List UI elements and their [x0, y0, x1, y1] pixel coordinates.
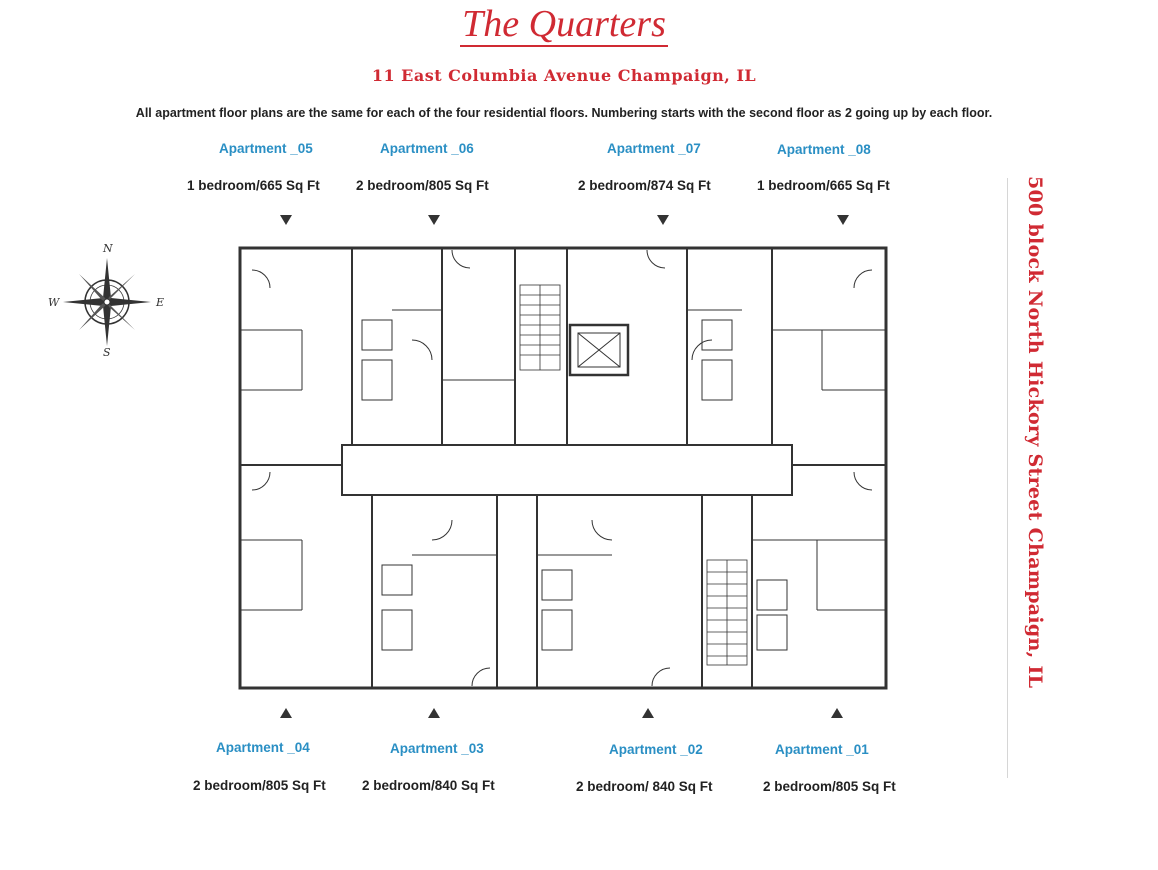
- apartment-01-label: Apartment _01: [775, 742, 869, 757]
- apartment-06-pointer-icon: [428, 215, 440, 225]
- apartment-08-pointer-icon: [837, 215, 849, 225]
- apartment-04-size: 2 bedroom/805 Sq Ft: [193, 778, 326, 793]
- compass-rose-icon: [63, 258, 151, 346]
- address-subtitle: 11 East Columbia Avenue Champaign, IL: [371, 66, 757, 85]
- compass-north: N: [103, 242, 113, 255]
- apartment-08-size: 1 bedroom/665 Sq Ft: [757, 178, 890, 193]
- apartment-05-pointer-icon: [280, 215, 292, 225]
- compass-south: S: [103, 346, 111, 359]
- apartment-08-label: Apartment _08: [777, 142, 871, 157]
- compass-east: E: [156, 296, 165, 309]
- floor-plan-drawing: [238, 246, 888, 690]
- apartment-05-size: 1 bedroom/665 Sq Ft: [187, 178, 320, 193]
- apartment-03-label: Apartment _03: [390, 741, 484, 756]
- apartment-02-pointer-icon: [642, 708, 654, 718]
- apartment-06-size: 2 bedroom/805 Sq Ft: [356, 178, 489, 193]
- floor-plan-note: All apartment floor plans are the same f…: [135, 106, 993, 120]
- side-divider: [1007, 178, 1008, 778]
- apartment-01-size: 2 bedroom/805 Sq Ft: [763, 779, 896, 794]
- apartment-02-size: 2 bedroom/ 840 Sq Ft: [576, 779, 713, 794]
- apartment-06-label: Apartment _06: [380, 141, 474, 156]
- apartment-07-label: Apartment _07: [607, 141, 701, 156]
- apartment-05-label: Apartment _05: [219, 141, 313, 156]
- apartment-03-pointer-icon: [428, 708, 440, 718]
- compass-west: W: [48, 296, 60, 309]
- apartment-02-label: Apartment _02: [609, 742, 703, 757]
- page-title: The Quarters: [0, 2, 1128, 47]
- title-text: The Quarters: [460, 3, 668, 47]
- apartment-07-pointer-icon: [657, 215, 669, 225]
- apartment-03-size: 2 bedroom/840 Sq Ft: [362, 778, 495, 793]
- apartment-04-pointer-icon: [280, 708, 292, 718]
- apartment-07-size: 2 bedroom/874 Sq Ft: [578, 178, 711, 193]
- apartment-01-pointer-icon: [831, 708, 843, 718]
- side-street-label: 500 block North Hickory Street Champaign…: [1024, 176, 1046, 689]
- apartment-04-label: Apartment _04: [216, 740, 310, 755]
